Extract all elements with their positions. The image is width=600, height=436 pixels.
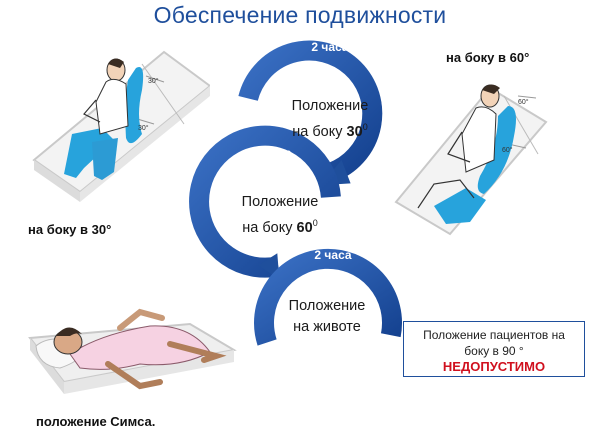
warning-line2: боку в 90 °	[464, 344, 524, 358]
angle-mark-1: 30°	[148, 77, 159, 85]
label-side-60: на боку в 60°	[446, 50, 530, 65]
node-side-60-line2: на боку 600	[242, 218, 318, 236]
node-side-30: Положение на боку 300	[264, 96, 396, 143]
page-title: Обеспечение подвижности	[153, 2, 447, 28]
hours-label-3: 2 часа	[314, 248, 351, 262]
sims-position-illustration	[20, 298, 242, 408]
node-side-60-line1: Положение	[241, 194, 319, 210]
hours-label-2: 2 часа	[254, 146, 291, 160]
node-side-30-line2: на боку 300	[292, 122, 368, 140]
cycle-ring-2	[189, 125, 341, 278]
hours-label-1: 2 часа	[311, 40, 348, 54]
node-side-60-sup: 0	[312, 218, 318, 228]
warning-line1: Положение пациентов на	[423, 328, 565, 342]
node-side-60-value: 60	[296, 219, 313, 236]
warning-alert: НЕДОПУСТИМО	[442, 359, 546, 374]
node-side-60: Положение на боку 600	[214, 192, 346, 239]
node-stomach-line2: на животе	[293, 319, 361, 335]
warning-box: Положение пациентов на боку в 90 ° НЕДОП…	[403, 321, 585, 377]
label-sims: положение Симса.	[36, 414, 156, 429]
angle-mark-2: 30°	[138, 124, 149, 132]
node-side-30-line1: Положение	[291, 98, 369, 114]
cycle-ring-1	[238, 40, 383, 182]
node-stomach-line1: Положение	[288, 298, 366, 314]
node-stomach: Положение на животе	[262, 296, 392, 338]
angle-mark-4: 60°	[502, 146, 513, 154]
patient-side-30-illustration: 30° 30°	[32, 50, 210, 202]
cycle-ring-3	[254, 248, 402, 346]
angle-mark-3: 60°	[518, 98, 529, 106]
label-side-30: на боку в 30°	[28, 222, 112, 237]
node-side-30-value: 30	[346, 123, 363, 140]
patient-side-60-illustration: 60° 60°	[394, 84, 548, 236]
node-side-30-sup: 0	[362, 122, 368, 132]
